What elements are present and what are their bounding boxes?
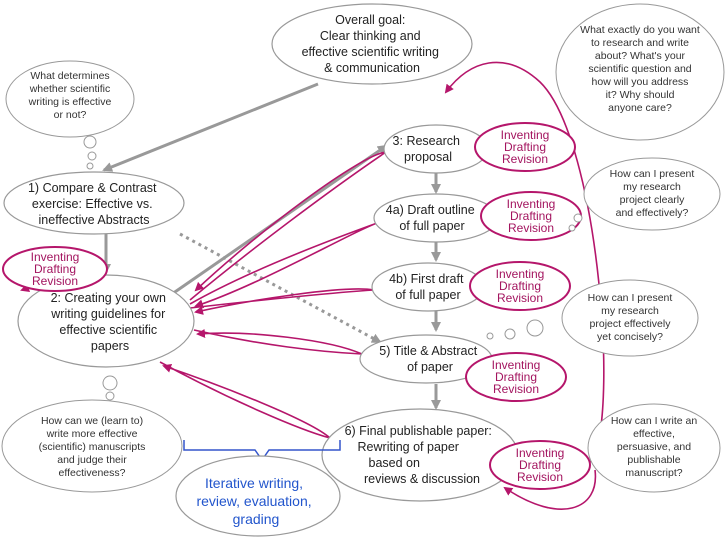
step-2-text: 2: Creating your own writing guidelines …	[50, 291, 169, 353]
step-3-text: 3: Research proposal	[393, 134, 464, 164]
step-1-node: 1) Compare & Contrast exercise: Effectiv…	[3, 171, 185, 235]
loop-s2-s5	[193, 328, 363, 355]
step-4b-node: 4b) First draft of full paper	[371, 262, 485, 312]
step-3-node: 3: Research proposal	[383, 124, 489, 174]
step-2-node: 2: Creating your own writing guidelines …	[17, 274, 195, 368]
goal-node: Overall goal: Clear thinking and effecti…	[271, 3, 473, 85]
step-4a-text: 4a) Draft outline of full paper	[386, 203, 478, 233]
step-4b-text: 4b) First draft of full paper	[389, 272, 467, 302]
loop-s2-s6	[159, 361, 331, 439]
iterative-text: Iterative writing, review, evaluation, g…	[196, 475, 315, 527]
step-6-text: 6) Final publishable paper: Rewriting of…	[345, 424, 496, 486]
step-1-text: 1) Compare & Contrast exercise: Effectiv…	[28, 181, 160, 227]
arrow-goal-to-s1	[102, 82, 319, 172]
loop-s2-s4b	[189, 288, 375, 315]
iterative-node: Iterative writing, review, evaluation, g…	[175, 455, 341, 537]
arrow-s1-to-s5-dotted	[179, 232, 382, 344]
cloud-c6: How can we (learn to)write more effectiv…	[1, 375, 183, 493]
svg-text:How can we (learn to)write mor: How can we (learn to)write more effectiv…	[39, 415, 146, 479]
loop-big-return	[503, 469, 597, 510]
step-5-text: 5) Title & Abstract of paper	[379, 344, 480, 374]
step-6-node: 6) Final publishable paper: Rewriting of…	[321, 408, 519, 502]
loop-s2-s3	[189, 151, 387, 301]
loop-s2-s4a	[189, 221, 381, 309]
step-4a-node: 4a) Draft outline of full paper	[373, 193, 499, 243]
goal-text: Overall goal: Clear thinking and effecti…	[302, 13, 443, 75]
loop-big	[444, 61, 605, 463]
